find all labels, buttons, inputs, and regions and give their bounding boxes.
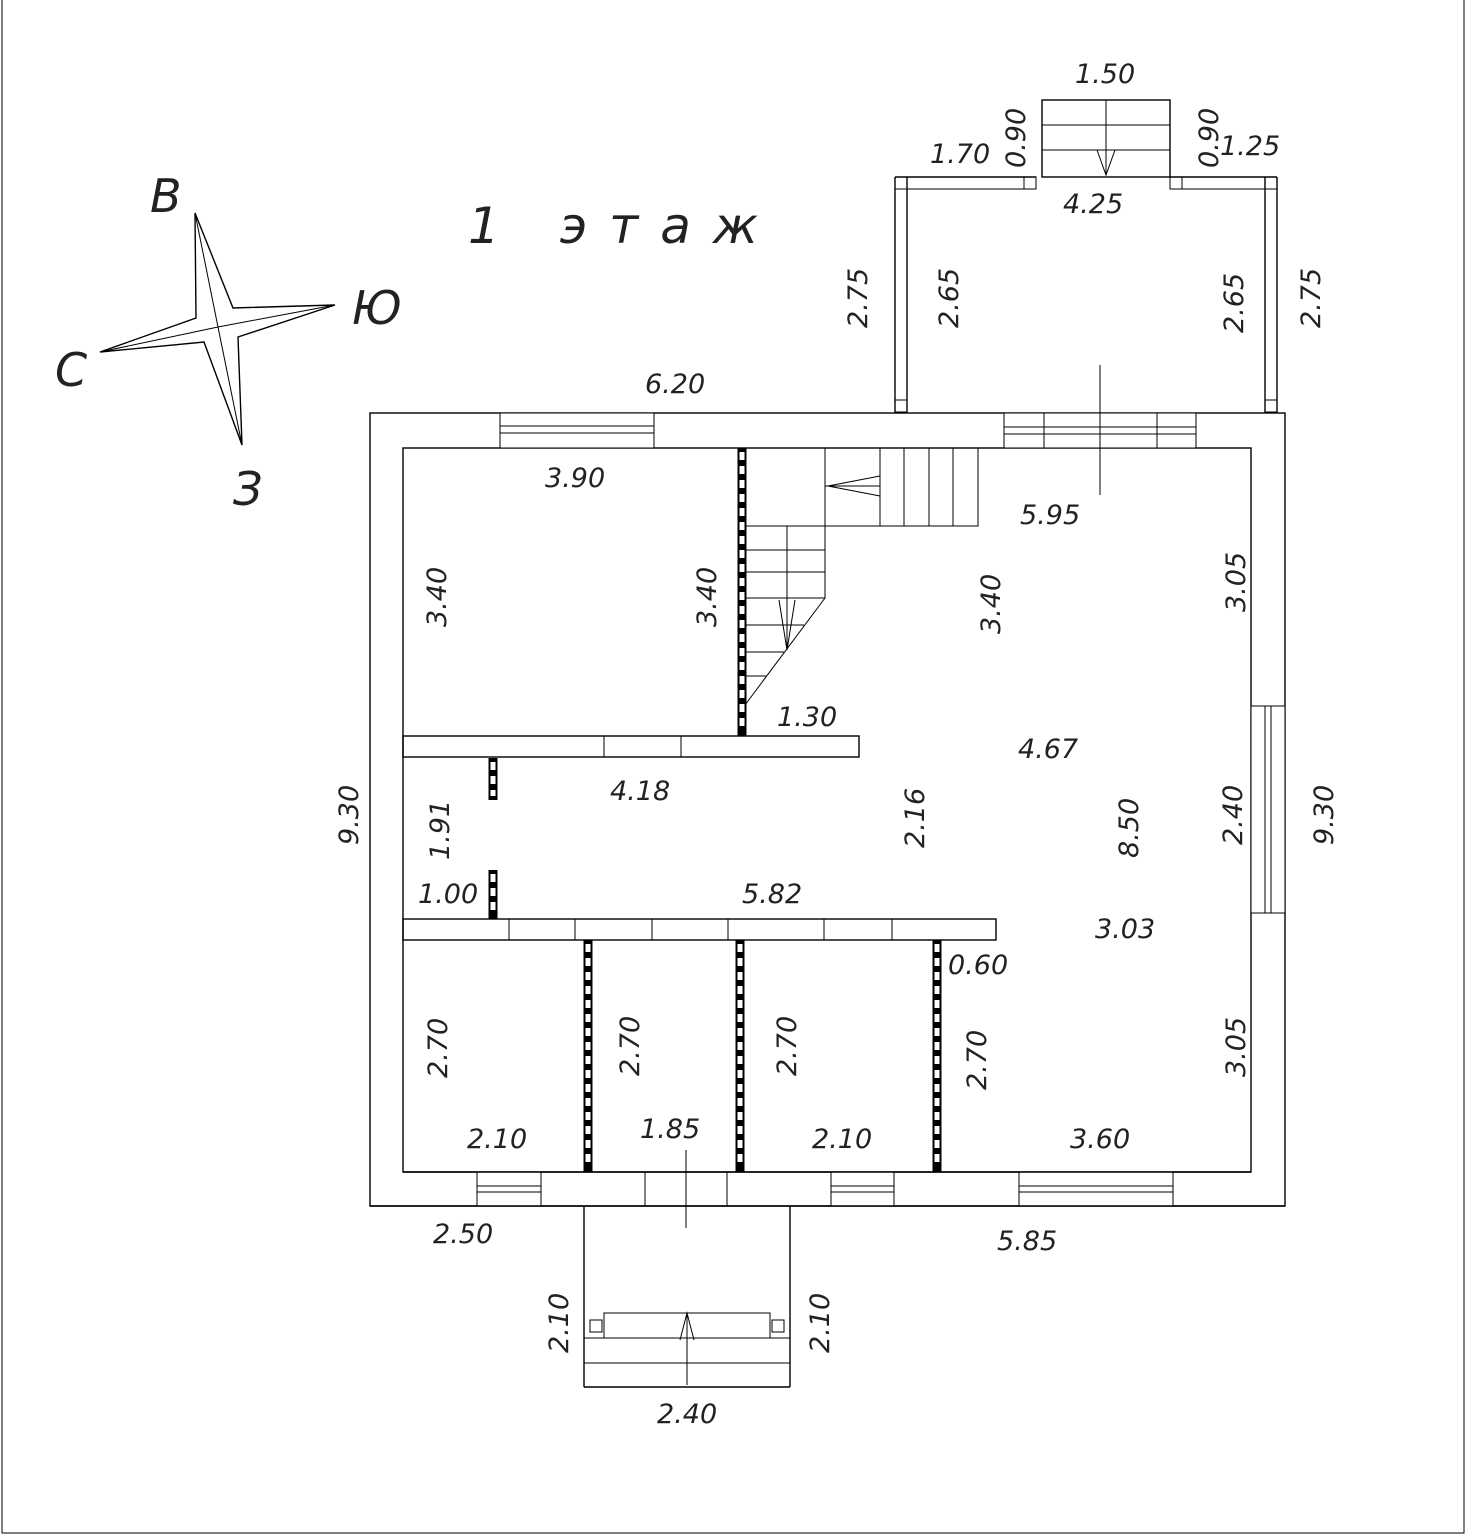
dim-porch-inner-left: 2.65 <box>934 268 965 328</box>
dim-corridor-center: 2.16 <box>900 788 931 848</box>
dim-top-wall: 6.20 <box>645 369 705 400</box>
dim-porch-left: 1.70 <box>930 139 990 170</box>
dim-right-upper: 3.05 <box>1221 552 1252 612</box>
dim-entry-width: 2.40 <box>657 1399 717 1430</box>
dim-door-width: 1.00 <box>418 879 478 910</box>
dim-room-a-width: 2.10 <box>467 1124 527 1155</box>
dim-right-total: 9.30 <box>1309 785 1340 845</box>
dim-stair-width: 1.50 <box>1075 59 1135 90</box>
compass-south: З <box>233 462 263 516</box>
compass-east: Ю <box>352 281 402 335</box>
dim-window-right: 2.40 <box>1218 785 1249 845</box>
dim-right-lower: 3.05 <box>1221 1017 1252 1077</box>
outer-wall <box>369 412 1286 1207</box>
compass-rose: В Ю С З <box>55 169 402 516</box>
dim-room-b-height: 2.70 <box>615 1016 646 1076</box>
interior-stairs <box>744 447 979 706</box>
dim-porch-step-right: 0.90 <box>1194 108 1225 168</box>
dim-entry-right: 2.10 <box>805 1293 836 1353</box>
dim-bottom-left: 2.50 <box>433 1219 493 1250</box>
dim-living-height-a: 3.40 <box>976 574 1007 634</box>
top-window-right <box>1003 365 1197 495</box>
dim-porch-inner-right: 2.65 <box>1219 273 1250 333</box>
dim-room-b-width: 1.85 <box>640 1114 700 1145</box>
dim-room-c-height: 2.70 <box>772 1016 803 1076</box>
partitions <box>488 448 942 1172</box>
dim-room-c-width: 2.10 <box>812 1124 872 1155</box>
dim-partition-gap: 0.60 <box>948 950 1008 981</box>
floor-title: 1 этаж <box>468 197 780 255</box>
interior-walls <box>402 735 997 941</box>
dim-bottom-right: 5.85 <box>997 1226 1057 1257</box>
dim-stair-landing: 1.30 <box>777 702 837 733</box>
right-window <box>1250 705 1286 914</box>
entry-porch <box>583 1206 791 1388</box>
dim-porch-outer-right: 2.75 <box>1296 268 1327 328</box>
dim-entry-left: 2.10 <box>544 1293 575 1353</box>
dim-porch-step-left: 0.90 <box>1001 108 1032 168</box>
dim-left-total: 9.30 <box>334 785 365 845</box>
dim-room1-height: 3.40 <box>422 567 453 627</box>
dim-porch-outer-left: 2.75 <box>843 268 874 328</box>
dim-corridor-depth: 1.91 <box>425 800 456 860</box>
dim-porch-right: 1.25 <box>1220 131 1280 162</box>
dim-living-area: 4.67 <box>1018 734 1078 765</box>
dim-room-d-width: 3.60 <box>1070 1124 1130 1155</box>
compass-north: В <box>150 169 182 223</box>
dimension-labels: 1.50 1.70 0.90 0.90 1.25 4.25 2.75 2.65 … <box>334 59 1340 1430</box>
top-porch <box>894 99 1278 413</box>
dim-living-depth: 8.50 <box>1114 798 1145 858</box>
top-window-left <box>499 412 655 449</box>
dim-living-width: 5.95 <box>1020 500 1080 531</box>
dim-room-a-height: 2.70 <box>423 1018 454 1078</box>
compass-west: С <box>55 343 87 397</box>
dim-room1-wall-height: 3.40 <box>692 567 723 627</box>
bottom-openings <box>370 1150 1285 1228</box>
dim-room1-width: 3.90 <box>545 463 605 494</box>
dim-lower-area: 3.03 <box>1095 914 1155 945</box>
dim-corridor-length: 4.18 <box>610 776 670 807</box>
dim-porch-width: 4.25 <box>1063 189 1123 220</box>
dim-corridor-bottom: 5.82 <box>742 879 802 910</box>
dim-room-d-height: 2.70 <box>962 1030 993 1090</box>
